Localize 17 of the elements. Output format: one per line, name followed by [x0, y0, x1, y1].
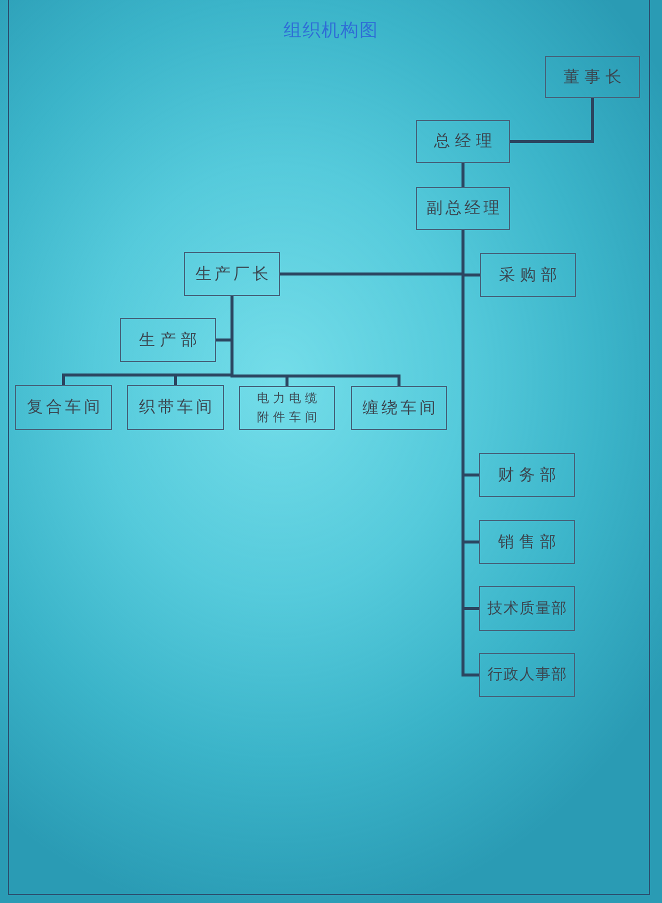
chart-title: 组织机构图	[282, 19, 380, 42]
connector-line	[510, 98, 594, 143]
org-chart-box: 生产厂长	[184, 252, 280, 296]
org-chart-box: 缠绕车间	[351, 386, 447, 430]
org-chart-box: 行政人事部	[479, 653, 575, 697]
org-chart-box: 采购部	[480, 253, 576, 297]
org-chart-box: 总经理	[416, 120, 510, 163]
org-chart-box: 销售部	[479, 520, 575, 564]
org-chart-box: 电力电缆附件车间	[239, 386, 335, 430]
org-chart-box: 技术质量部	[479, 586, 575, 631]
org-chart-box: 生产部	[120, 318, 216, 362]
org-chart-box: 复合车间	[15, 385, 112, 430]
org-chart-box: 董事长	[545, 56, 640, 98]
connector-line	[462, 163, 464, 187]
org-chart-box: 织带车间	[127, 385, 224, 430]
org-chart-box: 副总经理	[416, 187, 510, 230]
org-chart-box: 财务部	[479, 453, 575, 497]
